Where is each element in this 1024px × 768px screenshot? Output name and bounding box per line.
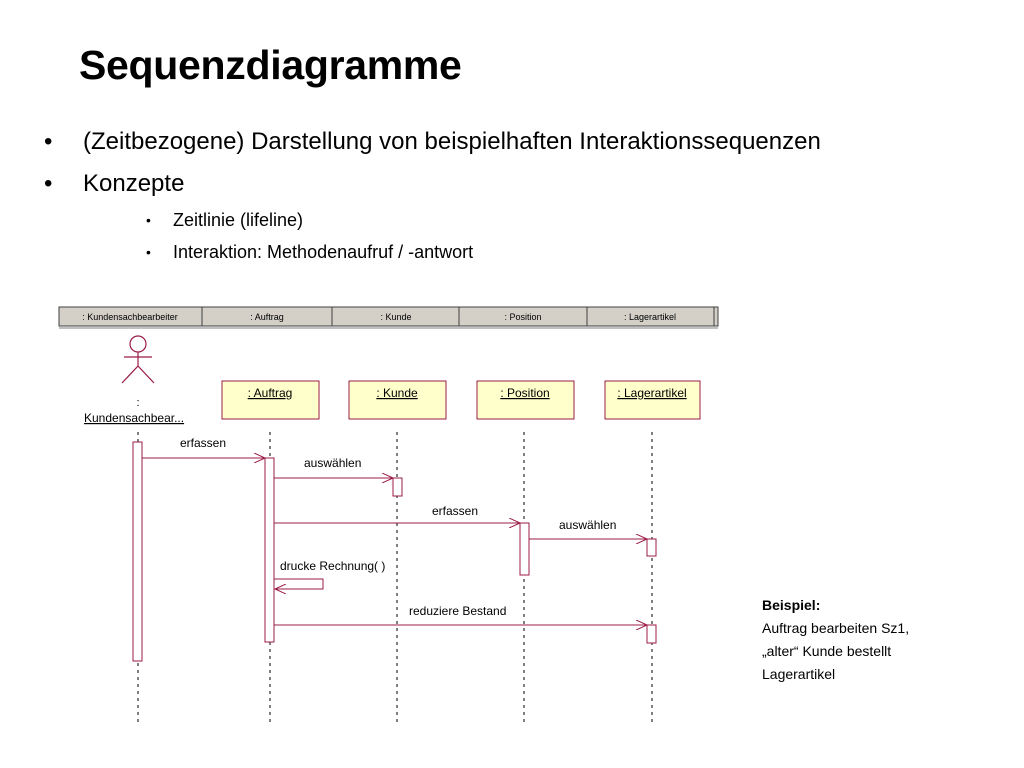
activation-bar-actor [132, 441, 143, 662]
header-cell-label: : Lagerartikel [624, 312, 676, 322]
self-message-arrow [274, 578, 324, 589]
bullet-text: Konzepte [83, 170, 185, 197]
bullet-dot-icon: • [44, 128, 53, 155]
activation-bar-auftrag [264, 457, 275, 643]
message-label: drucke Rechnung( ) [280, 559, 385, 573]
header-cell-label: : Kundensachbearbeiter [82, 312, 178, 322]
actor-colon: : [136, 397, 139, 409]
header-cell-label: : Auftrag [250, 312, 284, 322]
bullet-dot-icon: • [146, 212, 151, 228]
object-label: : Lagerartikel [617, 386, 686, 400]
message-label: auswählen [304, 456, 361, 470]
note-line: Lagerartikel [762, 666, 836, 682]
activation-bar-position [519, 522, 530, 576]
object-box-kunde: : Kunde [348, 380, 447, 420]
activation-bar-lagerartikel [646, 624, 657, 644]
object-box-position: : Position [476, 380, 575, 420]
object-box-auftrag: : Auftrag [221, 380, 320, 420]
sub-bullet-text: Interaktion: Methodenaufruf / -antwort [173, 242, 474, 262]
object-label: : Auftrag [248, 386, 293, 400]
bullet-dot-icon: • [44, 170, 53, 197]
bullet-text: (Zeitbezogene) Darstellung von beispielh… [83, 128, 821, 155]
sub-bullet-text: Zeitlinie (lifeline) [173, 210, 304, 230]
actor-stick-figure-icon [121, 335, 155, 384]
slide-title: Sequenzdiagramme [79, 42, 462, 88]
message-label: erfassen [432, 504, 478, 518]
note-line: „alter“ Kunde bestellt [762, 643, 892, 659]
activation-bar-kunde [392, 477, 403, 497]
header-cell-label: : Position [504, 312, 541, 322]
message-label: reduziere Bestand [409, 604, 506, 618]
note-line: Auftrag bearbeiten Sz1, [762, 620, 910, 636]
example-note: Beispiel: Auftrag bearbeiten Sz1, „alter… [762, 594, 909, 686]
object-label: : Position [500, 386, 549, 400]
note-heading: Beispiel: [762, 597, 821, 613]
message-label: auswählen [559, 518, 616, 532]
lifeline-header-bar: : Kundensachbearbeiter : Auftrag : Kunde… [58, 306, 719, 329]
actor-name: Kundensachbear... [84, 411, 184, 425]
object-box-lagerartikel: : Lagerartikel [604, 380, 701, 420]
object-label: : Kunde [376, 386, 418, 400]
activation-bar-lagerartikel [646, 538, 657, 557]
header-cell-label: : Kunde [380, 312, 411, 322]
message-label: erfassen [180, 436, 226, 450]
bullet-dot-icon: • [146, 244, 151, 260]
